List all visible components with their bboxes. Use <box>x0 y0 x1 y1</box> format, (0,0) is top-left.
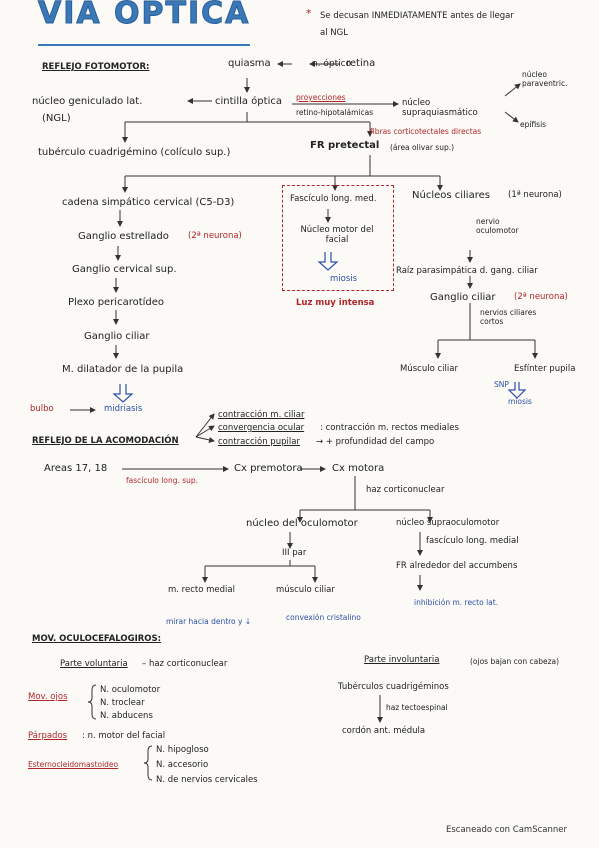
cx-premotora-label: Cx premotora <box>234 463 303 474</box>
esfinter-label: Esfínter pupila <box>514 364 576 374</box>
cordon-label: cordón ant. médula <box>342 726 426 736</box>
proyecciones-label: proyecciones <box>296 93 346 102</box>
fasciculo-long-sup-label: fascículo long. sup. <box>126 476 199 485</box>
mirar-dentro-label: mirar hacia dentro y ↓ <box>166 617 252 626</box>
ojos-item-1: N. oculomotor <box>100 685 161 695</box>
ojos-item-2: N. troclear <box>100 698 145 708</box>
voluntaria-label: Parte voluntaria <box>60 659 128 669</box>
fr-pretectal-label: FR pretectal <box>310 140 380 151</box>
header-note-line2: al NGL <box>320 28 348 38</box>
segunda-neurona-para: (2ª neurona) <box>514 292 568 302</box>
luz-intensa-box <box>282 185 394 291</box>
quiasma-label: quiasma <box>228 58 271 69</box>
conv-cristalino-label: convexión cristalino <box>286 613 361 622</box>
snp-label: SNP <box>494 380 509 389</box>
fasc-medial-label: fascículo long. medial <box>426 536 519 546</box>
haz-label: haz corticonuclear <box>366 485 445 495</box>
epifisis-label: epífisis <box>520 120 547 129</box>
parpados-desc: : n. motor del facial <box>82 731 166 741</box>
ganglio-ciliar-simp-label: Ganglio ciliar <box>84 331 150 342</box>
raiz-label: Raíz parasimpática d. gang. ciliar <box>396 266 538 276</box>
retino-hipot-label: retino-hipotalámicas <box>296 108 374 117</box>
header-star-icon: * <box>306 7 312 20</box>
fasciculo-lm-label: Fascículo long. med. <box>290 194 377 204</box>
cadena-label: cadena simpático cervical (C5-D3) <box>62 197 235 208</box>
contraccion-ciliar-label: contracción m. ciliar <box>218 410 305 420</box>
supraquiasmatico-label: núcleo supraquiasmático <box>402 98 478 118</box>
area-olivar-label: (área olivar sup.) <box>390 143 455 152</box>
segunda-neurona-simpatica: (2ª neurona) <box>188 231 242 241</box>
acomodacion-heading: REFLEJO DE LA ACOMODACIÓN <box>32 436 179 446</box>
fr-accumbens-label: FR alrededor del accumbens <box>396 561 518 571</box>
tuberculos-label: Tubérculos cuadrigéminos <box>338 682 449 692</box>
m-recto-label: m. recto medial <box>168 585 235 595</box>
footer-watermark: Escaneado con CamScanner <box>446 825 567 835</box>
inhibicion-label: inhibición m. recto lat. <box>414 598 499 607</box>
nucleo-oculomotor-label: núcleo del oculomotor <box>246 518 358 529</box>
voluntaria-desc: – haz corticonuclear <box>142 659 228 669</box>
paraventricular-label: núcleo paraventric. <box>522 70 568 88</box>
ganglio-ciliar-para-label: Ganglio ciliar <box>430 292 496 303</box>
profundidad-label: → + profundidad del campo <box>316 437 435 447</box>
ngl-label: núcleo geniculado lat. <box>32 96 143 107</box>
parpados-label: Párpados <box>28 731 68 741</box>
tuberculo-label: tubérculo cuadrigémino (colículo sup.) <box>38 147 231 158</box>
cintilla-label: cintilla óptica <box>215 96 282 107</box>
ecm-item-1: N. hipogloso <box>156 745 209 755</box>
fotomotor-heading: REFLEJO FOTOMOTOR: <box>42 62 150 72</box>
nucleos-ciliares-label: Núcleos ciliares <box>412 190 490 201</box>
bulbo-label: bulbo <box>30 404 54 414</box>
fibras-note: fibras corticotectales directas <box>370 127 482 136</box>
areas-label: Areas 17, 18 <box>44 463 108 474</box>
nucleo-supra-label: núcleo supraoculomotor <box>396 518 500 528</box>
musculo-ciliar-para-label: Músculo ciliar <box>400 364 458 374</box>
iii-par-label: III par <box>282 548 307 558</box>
ojos-item-3: N. abducens <box>100 711 153 721</box>
mov-ojos-label: Mov. ojos <box>28 692 68 702</box>
haz-tectoespinal-label: haz tectoespinal <box>386 703 448 712</box>
musc-ciliar-label: músculo ciliar <box>276 585 335 595</box>
ecm-label: Esternocleidomastoideo <box>28 760 119 769</box>
miosis-luz-label: miosis <box>330 274 358 284</box>
oculocefalogiros-heading: MOV. OCULOCEFALOGIROS: <box>32 634 162 644</box>
plexo-label: Plexo pericarotídeo <box>68 297 165 308</box>
contraccion-pupilar-label: contracción pupilar <box>218 437 300 447</box>
involuntaria-desc: (ojos bajan con cabeza) <box>470 657 560 666</box>
ecm-item-2: N. accesorio <box>156 760 209 770</box>
nervio-optico-label: n. óptico <box>312 59 352 69</box>
header-note-line1: Se decusan INMEDIATAMENTE antes de llega… <box>320 11 514 21</box>
ganglio-cervical-label: Ganglio cervical sup. <box>72 264 177 275</box>
midriasis-label: midriasis <box>104 404 143 414</box>
convergencia-desc: : contracción m. rectos mediales <box>320 423 459 433</box>
luz-intensa-label: Luz muy intensa <box>296 298 375 308</box>
ganglio-estrellado-label: Ganglio estrellado <box>78 231 169 242</box>
involuntaria-label: Parte involuntaria <box>364 655 440 665</box>
nervios-ciliares-label: nervios ciliares cortos <box>480 308 537 326</box>
page-title: VIA OPTICA <box>37 0 251 31</box>
dilatador-label: M. dilatador de la pupila <box>62 364 184 375</box>
nervio-oculomotor-label: nervio oculomotor <box>476 217 519 235</box>
convergencia-label: convergencia ocular <box>218 423 305 433</box>
retina-label: retina <box>346 58 376 69</box>
nucleo-facial-label: Núcleo motor del facial <box>300 225 374 245</box>
primera-neurona-label: (1ª neurona) <box>508 190 562 200</box>
cx-motora-label: Cx motora <box>332 463 385 474</box>
ngl-abbr: (NGL) <box>42 113 71 124</box>
miosis-para-label: miosis <box>508 397 532 406</box>
ecm-item-3: N. de nervios cervicales <box>156 775 258 785</box>
